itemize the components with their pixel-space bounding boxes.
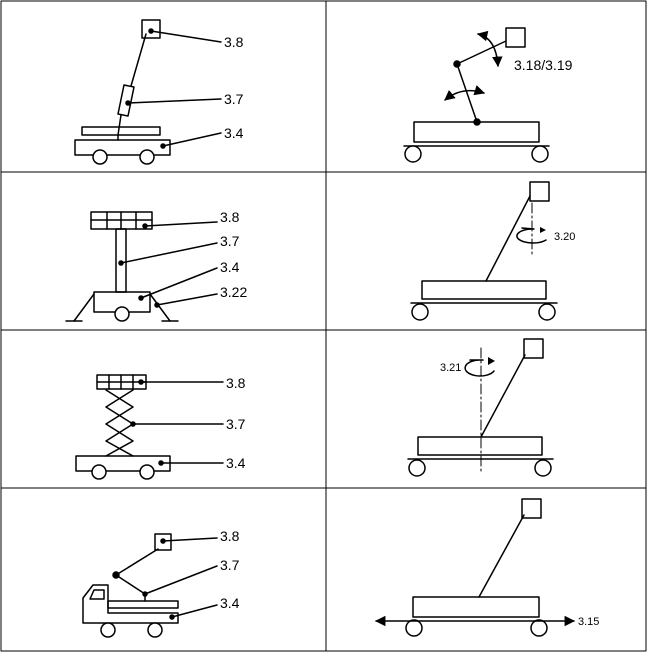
label-extending-structure: 3.7 <box>224 91 244 107</box>
panel-r2-right: 3.20 <box>410 181 575 321</box>
callouts <box>130 379 224 466</box>
label-rotation: 3.20 <box>554 231 575 243</box>
work-platform <box>521 498 542 519</box>
vehicle-chassis <box>74 126 171 165</box>
label-articulation: 3.18/3.19 <box>514 57 573 73</box>
chassis <box>405 596 548 637</box>
label-slewing: 3.21 <box>440 362 461 374</box>
panel-r2-left: 3.8 3.7 3.4 3.22 <box>65 209 247 322</box>
work-platform <box>141 19 161 39</box>
work-platform <box>154 533 172 551</box>
label-extending-structure: 3.7 <box>226 416 246 432</box>
label-extending-structure: 3.7 <box>220 557 240 573</box>
panel-r3-right: 3.21 <box>407 338 554 477</box>
boom <box>478 514 525 598</box>
outriggers <box>65 293 179 322</box>
articulated-boom <box>453 40 507 126</box>
callouts <box>118 221 218 308</box>
label-outriggers: 3.22 <box>220 284 247 300</box>
truck-chassis <box>82 584 179 638</box>
work-platform <box>505 27 526 48</box>
panel-r1-right: 3.18/3.19 <box>403 27 573 163</box>
rotation-arrow <box>516 227 547 244</box>
label-chassis: 3.4 <box>224 125 244 141</box>
work-platform <box>529 181 550 202</box>
label-chassis: 3.4 <box>220 259 240 275</box>
label-platform: 3.8 <box>226 375 246 391</box>
label-platform: 3.8 <box>224 34 244 50</box>
callouts <box>144 537 218 620</box>
chassis <box>410 280 558 321</box>
label-travel: 3.15 <box>578 616 599 628</box>
chassis <box>93 291 151 322</box>
panel-r4-left: 3.8 3.7 3.4 <box>82 528 240 638</box>
label-chassis: 3.4 <box>220 595 240 611</box>
boom <box>480 354 526 438</box>
label-platform: 3.8 <box>220 209 240 225</box>
chassis <box>407 436 554 477</box>
turntable <box>107 593 179 609</box>
chassis <box>403 121 550 163</box>
label-platform: 3.8 <box>220 528 240 544</box>
chassis <box>75 455 171 480</box>
articulated-boom <box>112 548 159 597</box>
callouts <box>125 28 222 149</box>
label-extending-structure: 3.7 <box>220 233 240 249</box>
work-platform <box>523 338 544 359</box>
panel-r3-left: 3.8 3.7 3.4 <box>75 374 246 480</box>
extending-structure <box>117 33 147 136</box>
panel-r1-left: 3.8 3.7 3.4 <box>74 19 244 165</box>
label-chassis: 3.4 <box>226 455 246 471</box>
panel-r4-right: 3.15 <box>374 498 599 637</box>
rotation-arrows <box>444 30 503 101</box>
slewing-arrow <box>464 359 495 377</box>
boom <box>485 195 531 282</box>
scissor-mechanism <box>105 389 134 457</box>
